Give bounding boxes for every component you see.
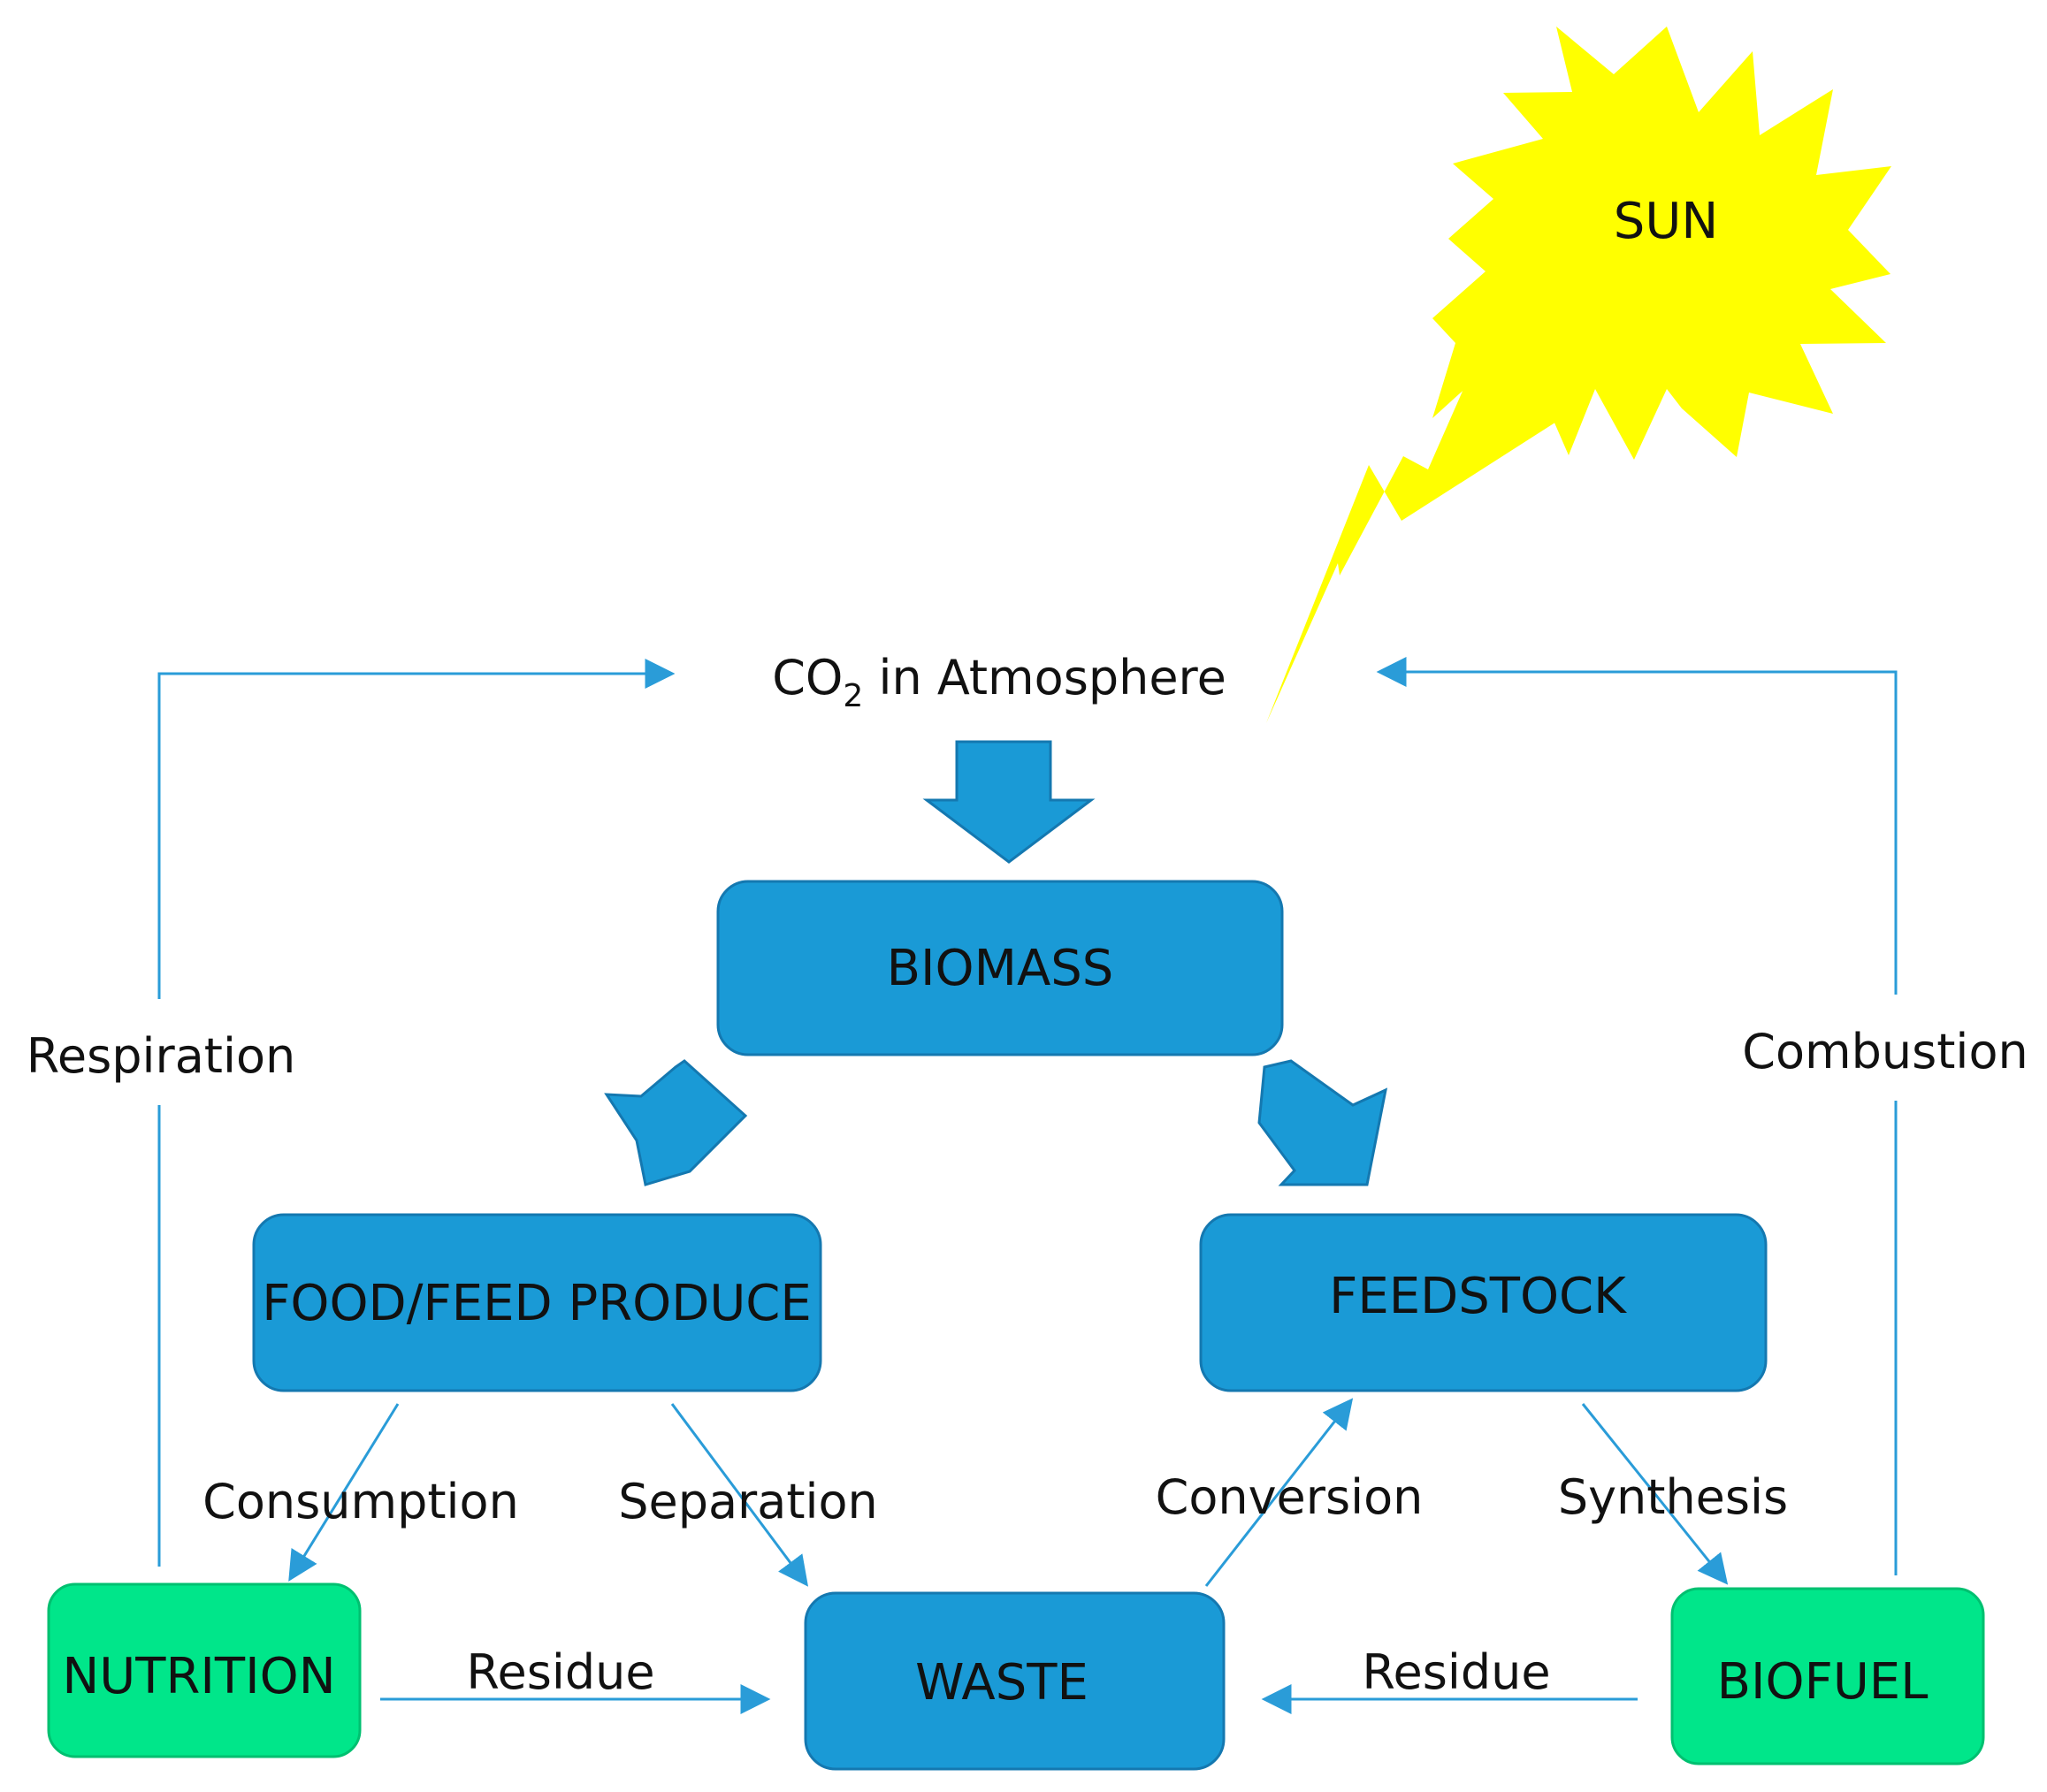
residue-left-label: Residue [466,1644,654,1700]
separation-line [670,1403,809,1587]
biomass-box [716,880,1284,1056]
sun-shape [1432,27,1891,460]
waste-label: WASTE [915,1654,1088,1712]
residue-right-label: Residue [1362,1644,1550,1700]
combustion-label: Combustion [1742,1024,2028,1079]
arrow-biomass-to-feedstock [1257,1059,1388,1186]
food-feed-label: FOOD/FEED PRODUCE [262,1275,812,1332]
conversion-label: Conversion [1156,1469,1424,1525]
respiration-line-upper [157,659,676,999]
synthesis-line [1581,1403,1729,1585]
feedstock-label: FEEDSTOCK [1329,1268,1627,1325]
food-feed-box [252,1213,822,1392]
atmosphere-label: CO2 in Atmosphere [772,650,1226,714]
biofuel-label: BIOFUEL [1717,1653,1929,1711]
nutrition-label: NUTRITION [62,1648,335,1705]
respiration-label: Respiration [27,1028,295,1084]
arrow-biomass-to-food [604,1059,748,1186]
arrow-atmosphere-to-biomass [922,740,1096,864]
combustion-line-upper [1376,657,1898,995]
consumption-line [288,1403,400,1582]
synthesis-label: Synthesis [1558,1469,1788,1525]
biofuel-box [1670,1587,1985,1765]
nutrition-box [47,1582,362,1758]
feedstock-box [1199,1213,1768,1392]
sun-label: SUN [1614,193,1718,250]
lightning-bolt-icon [1266,343,1583,723]
consumption-label: Consumption [202,1474,519,1529]
biomass-label: BIOMASS [887,940,1114,997]
waste-box [804,1591,1226,1771]
conversion-line [1204,1398,1354,1587]
separation-label: Separation [618,1474,878,1529]
